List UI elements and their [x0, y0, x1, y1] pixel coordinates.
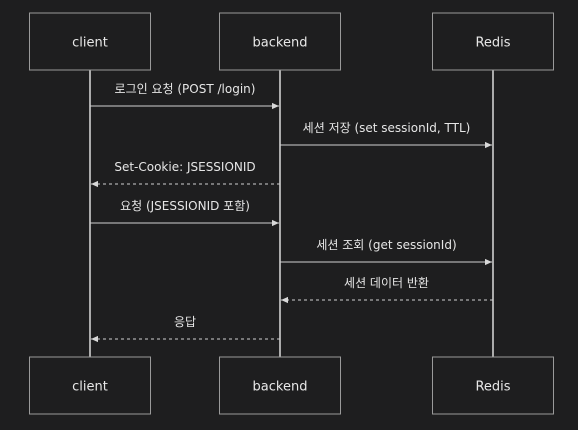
message-3: Set-Cookie: JSESSIONID [91, 160, 280, 188]
participant-label: backend [253, 380, 308, 395]
participant-box [29, 356, 151, 415]
participant-label: backend [253, 36, 308, 51]
message-label: 요청 (JSESSIONID 포함) [120, 199, 250, 213]
participant-client-bottom: client [29, 356, 151, 415]
participant-box [29, 12, 151, 71]
message-2: 세션 저장 (set sessionId, TTL) [280, 121, 492, 149]
message-label: 세션 데이터 반환 [344, 276, 429, 290]
participant-box [432, 356, 554, 415]
message-label: 로그인 요청 (POST /login) [115, 82, 256, 96]
message-6: 세션 데이터 반환 [281, 276, 493, 304]
message-label: 세션 저장 (set sessionId, TTL) [303, 121, 471, 135]
participant-client-top: client [29, 12, 151, 71]
participant-redis-top: Redis [432, 12, 554, 71]
participant-backend-top: backend [219, 12, 341, 71]
participant-label: client [72, 36, 108, 51]
message-5: 세션 조회 (get sessionId) [280, 238, 492, 266]
message-label: 응답 [174, 315, 196, 329]
participant-box [219, 356, 341, 415]
message-4: 요청 (JSESSIONID 포함) [90, 199, 279, 227]
participant-box [219, 12, 341, 71]
message-label: Set-Cookie: JSESSIONID [114, 160, 255, 174]
participant-label: client [72, 380, 108, 395]
message-label: 세션 조회 (get sessionId) [316, 238, 456, 252]
participant-redis-bottom: Redis [432, 356, 554, 415]
participant-backend-bottom: backend [219, 356, 341, 415]
message-1: 로그인 요청 (POST /login) [90, 82, 279, 110]
participant-label: Redis [475, 380, 510, 395]
message-7: 응답 [91, 315, 280, 343]
participant-label: Redis [475, 36, 510, 51]
participant-box [432, 12, 554, 71]
